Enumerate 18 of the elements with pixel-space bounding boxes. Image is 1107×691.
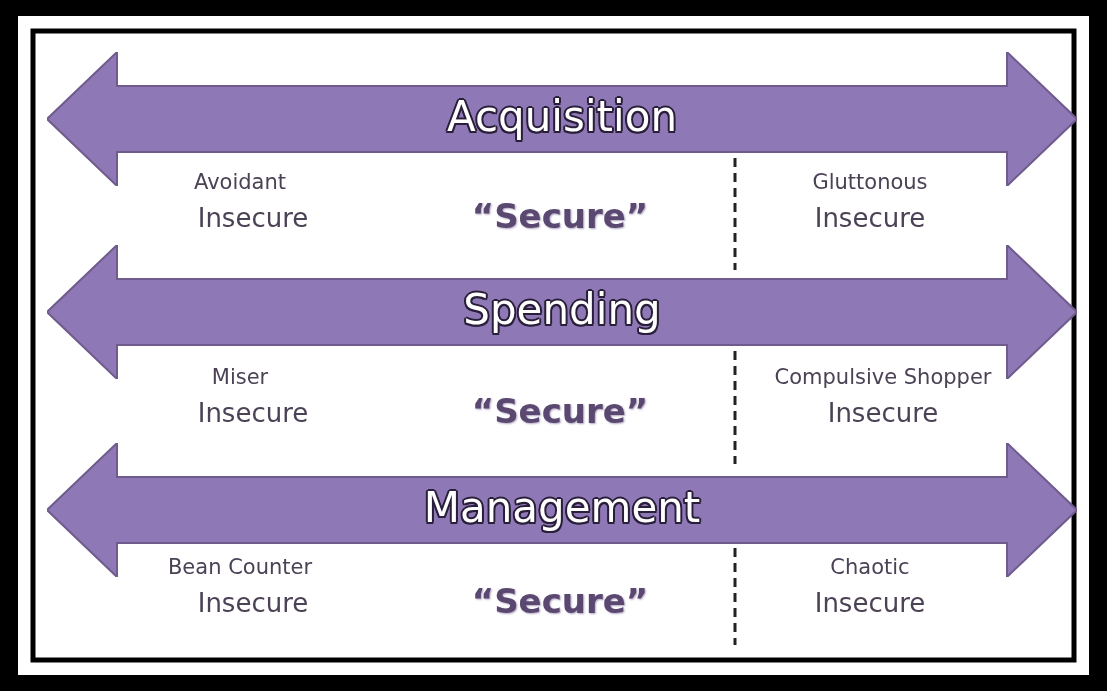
category-label: Insecure (814, 588, 926, 618)
category-label: Gluttonous (812, 170, 928, 194)
category-label: Avoidant (194, 170, 286, 194)
band-title: Management (422, 483, 702, 532)
category-label: Insecure (197, 398, 309, 428)
center-label: “Secure” (471, 196, 649, 236)
center-label: “Secure” (471, 581, 649, 621)
band-title: Acquisition (445, 92, 678, 141)
category-label: Insecure (197, 203, 309, 233)
category-label: Chaotic (830, 555, 910, 579)
category-label: Insecure (197, 588, 309, 618)
category-label: Insecure (814, 203, 926, 233)
band-title: Spending (462, 285, 662, 334)
category-label: Compulsive Shopper (774, 365, 992, 389)
center-label: “Secure” (471, 391, 649, 431)
category-label: Bean Counter (167, 555, 313, 579)
category-label: Miser (211, 365, 269, 389)
category-label: Insecure (827, 398, 939, 428)
